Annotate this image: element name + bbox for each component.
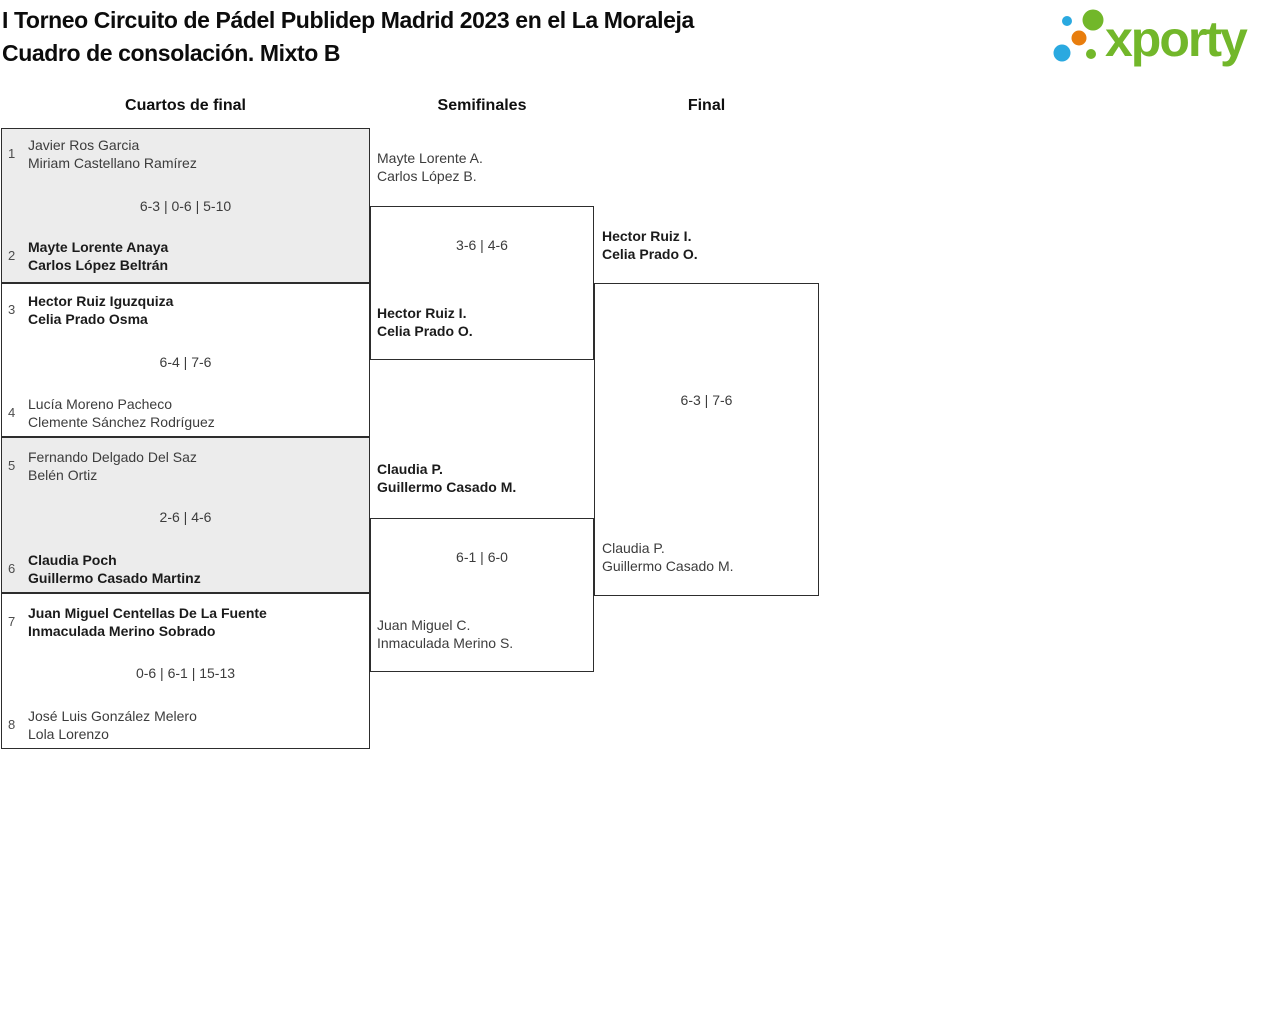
seed-number: 8 <box>8 717 16 732</box>
player-name: Guillermo Casado Martinz <box>28 570 201 586</box>
player-name: Miriam Castellano Ramírez <box>28 155 197 171</box>
match-box-qf4 <box>1 593 370 749</box>
player-name: Belén Ortiz <box>28 467 98 483</box>
player-name: Claudia Poch <box>28 552 117 568</box>
round-header-semifinales: Semifinales <box>437 97 527 114</box>
player-name: Celia Prado O. <box>377 323 473 339</box>
match-box-qf1 <box>1 128 370 283</box>
tournament-title: I Torneo Circuito de Pádel Publidep Madr… <box>2 7 694 33</box>
pair-qf3-bottom: Claudia Poch Guillermo Casado Martinz <box>28 551 201 587</box>
match-box-qf2 <box>1 283 370 437</box>
player-name: Lola Lorenzo <box>28 726 109 742</box>
logo-dot-blue-small <box>1062 16 1072 26</box>
pair-qf1-bottom: Mayte Lorente Anaya Carlos López Beltrán <box>28 238 168 274</box>
pair-qf2-bottom: Lucía Moreno Pacheco Clemente Sánchez Ro… <box>28 395 215 431</box>
seed-number: 1 <box>8 146 16 161</box>
player-name: Inmaculada Merino S. <box>377 635 514 651</box>
round-header-cuartos: Cuartos de final <box>125 97 246 114</box>
player-name: Claudia P. <box>602 540 665 556</box>
player-name: Hector Ruiz I. <box>377 305 467 321</box>
match-score-qf2: 6-4 | 7-6 <box>159 354 212 370</box>
seed-number: 7 <box>8 614 16 629</box>
logo-dot-blue-large <box>1053 44 1071 62</box>
player-name: Juan Miguel Centellas De La Fuente <box>28 605 267 621</box>
match-box-final <box>594 283 819 596</box>
logo-wordmark: xporty <box>1105 11 1248 67</box>
round-header-final: Final <box>687 97 726 114</box>
player-name: Celia Prado Osma <box>28 311 148 327</box>
seed-number: 2 <box>8 248 16 263</box>
xporty-logo[interactable]: xporty <box>1050 6 1280 78</box>
pair-qf4-bottom: José Luis González Melero Lola Lorenzo <box>28 707 197 743</box>
match-score-qf1: 6-3 | 0-6 | 5-10 <box>139 198 232 214</box>
pair-qf4-top: Juan Miguel Centellas De La Fuente Inmac… <box>28 604 267 640</box>
match-score-qf3: 2-6 | 4-6 <box>159 509 212 525</box>
pair-qf1-top: Javier Ros Garcia Miriam Castellano Ramí… <box>28 136 197 172</box>
seed-number: 4 <box>8 405 16 420</box>
pair-sf2-bottom: Juan Miguel C. Inmaculada Merino S. <box>377 616 513 652</box>
player-name: Hector Ruiz I. <box>602 228 692 244</box>
match-box-qf3 <box>1 437 370 593</box>
bracket-subtitle: Cuadro de consolación. Mixto B <box>2 40 341 66</box>
player-name: Guillermo Casado M. <box>377 479 517 495</box>
pair-final-top: Hector Ruiz I. Celia Prado O. <box>602 227 698 263</box>
pair-sf1-bottom: Hector Ruiz I. Celia Prado O. <box>377 304 473 340</box>
player-name: Celia Prado O. <box>602 246 698 262</box>
player-name: Juan Miguel C. <box>377 617 471 633</box>
player-name: Carlos López B. <box>377 168 477 184</box>
seed-number: 6 <box>8 561 16 576</box>
match-score-sf2: 6-1 | 6-0 <box>456 549 508 565</box>
match-score-qf4: 0-6 | 6-1 | 15-13 <box>135 665 236 681</box>
seed-number: 3 <box>8 302 16 317</box>
player-name: José Luis González Melero <box>28 708 197 724</box>
player-name: Clemente Sánchez Rodríguez <box>28 414 215 430</box>
player-name: Carlos López Beltrán <box>28 257 169 273</box>
pair-final-bottom: Claudia P. Guillermo Casado M. <box>602 539 734 575</box>
xporty-logo-graphic: xporty <box>1053 9 1250 67</box>
player-name: Fernando Delgado Del Saz <box>28 449 197 465</box>
pair-qf3-top: Fernando Delgado Del Saz Belén Ortiz <box>28 448 197 484</box>
player-name: Claudia P. <box>377 461 443 477</box>
player-name: Lucía Moreno Pacheco <box>28 396 172 412</box>
match-score-final: 6-3 | 7-6 <box>680 392 733 408</box>
seed-number: 5 <box>8 458 16 473</box>
match-score-sf1: 3-6 | 4-6 <box>456 237 508 253</box>
pair-sf2-top: Claudia P. Guillermo Casado M. <box>377 460 516 496</box>
player-name: Mayte Lorente A. <box>377 150 483 166</box>
player-name: Mayte Lorente Anaya <box>28 239 169 255</box>
player-name: Inmaculada Merino Sobrado <box>28 623 216 639</box>
page-title: I Torneo Circuito de Pádel Publidep Madr… <box>2 4 694 70</box>
player-name: Hector Ruiz Iguzquiza <box>28 293 174 309</box>
logo-dot-orange <box>1071 30 1087 46</box>
match-box-sf1 <box>370 206 594 360</box>
player-name: Javier Ros Garcia <box>28 137 140 153</box>
pair-sf1-top: Mayte Lorente A. Carlos López B. <box>377 149 483 185</box>
player-name: Guillermo Casado M. <box>602 558 734 574</box>
pair-qf2-top: Hector Ruiz Iguzquiza Celia Prado Osma <box>28 292 173 328</box>
match-box-sf2 <box>370 518 594 672</box>
logo-dot-green-small <box>1086 49 1096 59</box>
logo-dot-green-large <box>1082 9 1104 31</box>
